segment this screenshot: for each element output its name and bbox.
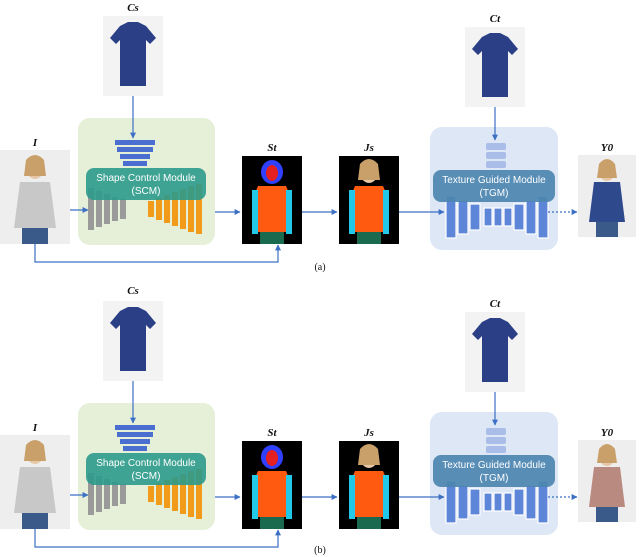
tgm-abbrev: (TGM)	[480, 473, 509, 484]
label-cs: Cs	[127, 285, 139, 297]
segmentation-map-st	[242, 441, 302, 529]
arrow-input-skip	[34, 244, 281, 263]
scm-abbrev: (SCM)	[132, 186, 161, 197]
scm-encoder	[115, 140, 155, 166]
input-person-image	[0, 435, 70, 529]
label-js: Js	[363, 427, 374, 439]
garment-target-image	[465, 27, 525, 107]
scm-abbrev: (SCM)	[132, 471, 161, 482]
scm-title: Shape Control Module	[96, 173, 196, 184]
panel-b: Cs Shape Control Mo	[0, 285, 636, 556]
caption-b: (b)	[314, 545, 326, 556]
input-person-image	[0, 150, 70, 244]
caption-a: (a)	[314, 262, 325, 273]
garment-source-image	[103, 301, 163, 381]
tgm-band	[433, 455, 555, 487]
tgm-band	[433, 170, 555, 202]
garment-source-image	[103, 16, 163, 96]
label-st: St	[267, 142, 277, 154]
label-js: Js	[363, 142, 374, 154]
label-input: I	[32, 137, 38, 149]
label-st: St	[267, 427, 277, 439]
tgm-garment-encoder	[486, 143, 506, 168]
scm-band	[86, 453, 206, 485]
segmentation-map-st	[242, 156, 302, 244]
tgm-title: Texture Guided Module	[442, 460, 546, 471]
garment-target-image	[465, 312, 525, 392]
label-cs: Cs	[127, 2, 139, 14]
scm-orange-bars	[148, 184, 202, 234]
arrow-input-skip	[34, 529, 281, 548]
panel-a: Cs	[0, 2, 636, 273]
label-y0: Y0	[601, 427, 614, 439]
label-input: I	[32, 422, 38, 434]
tgm-unet	[445, 195, 549, 239]
output-person-image	[578, 155, 636, 237]
tgm-unet	[445, 480, 549, 524]
label-ct: Ct	[490, 13, 501, 25]
scm-gray-bars	[88, 188, 126, 230]
label-ct: Ct	[490, 298, 501, 310]
parsing-map-js	[339, 441, 399, 529]
scm-encoder	[115, 425, 155, 451]
tgm-abbrev: (TGM)	[480, 188, 509, 199]
tgm-title: Texture Guided Module	[442, 175, 546, 186]
scm-orange-bars	[148, 469, 202, 519]
label-y0: Y0	[601, 142, 614, 154]
scm-band	[86, 168, 206, 200]
output-person-image	[578, 440, 636, 522]
parsing-map-js	[339, 156, 399, 244]
scm-title: Shape Control Module	[96, 458, 196, 469]
tgm-garment-encoder	[486, 428, 506, 453]
scm-gray-bars	[88, 473, 126, 515]
